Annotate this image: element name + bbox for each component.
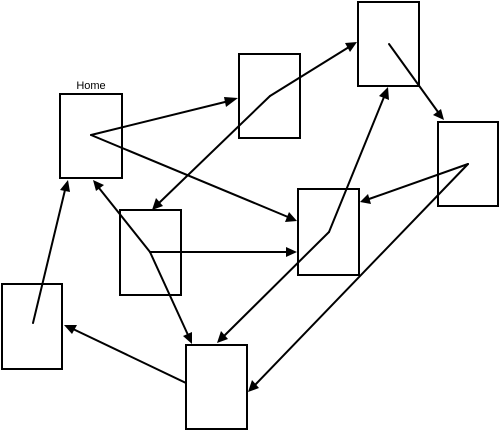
arrow-top-middle-to-center-left — [158, 95, 271, 204]
arrowhead-bottom-left-to-home — [60, 180, 70, 192]
home-label: Home — [76, 80, 105, 92]
page-box-bottom-left — [1, 283, 63, 370]
arrowhead-center-right-to-bottom-center — [217, 331, 228, 343]
arrowhead-far-right-to-center-right — [360, 194, 371, 204]
arrow-bottom-center-to-bottom-left — [72, 328, 187, 384]
arrow-home-to-top-middle — [90, 100, 230, 136]
arrow-top-middle-to-top-right — [269, 46, 350, 97]
arrow-center-left-to-home — [98, 187, 151, 253]
arrowhead-top-middle-to-center-left — [152, 198, 163, 210]
arrow-center-right-to-bottom-center — [223, 231, 330, 337]
arrow-bottom-left-to-home — [32, 189, 66, 324]
arrow-center-left-to-bottom-center — [149, 251, 189, 336]
arrow-far-right-to-center-right — [368, 163, 469, 200]
page-box-bottom-center — [185, 344, 248, 430]
arrow-home-to-center-right — [90, 134, 289, 218]
arrowhead-center-left-to-home — [93, 180, 104, 191]
arrowhead-home-to-center-right — [285, 212, 297, 222]
arrowhead-center-right-to-top-right — [379, 87, 389, 100]
arrowhead-center-left-to-center-right — [286, 247, 297, 257]
arrowhead-far-right-to-bottom-center — [248, 380, 259, 392]
arrow-top-right-to-far-right — [388, 43, 439, 113]
arrowhead-center-left-to-bottom-center — [183, 332, 192, 344]
arrow-far-right-to-bottom-center — [254, 163, 469, 386]
arrow-center-right-to-top-right — [328, 96, 385, 233]
arrowhead-top-right-to-far-right — [433, 109, 444, 120]
arrowhead-bottom-center-to-bottom-left — [64, 325, 77, 334]
arrowhead-top-middle-to-top-right — [345, 42, 357, 52]
arrowhead-home-to-top-middle — [224, 97, 238, 107]
link-arrows — [32, 42, 469, 392]
